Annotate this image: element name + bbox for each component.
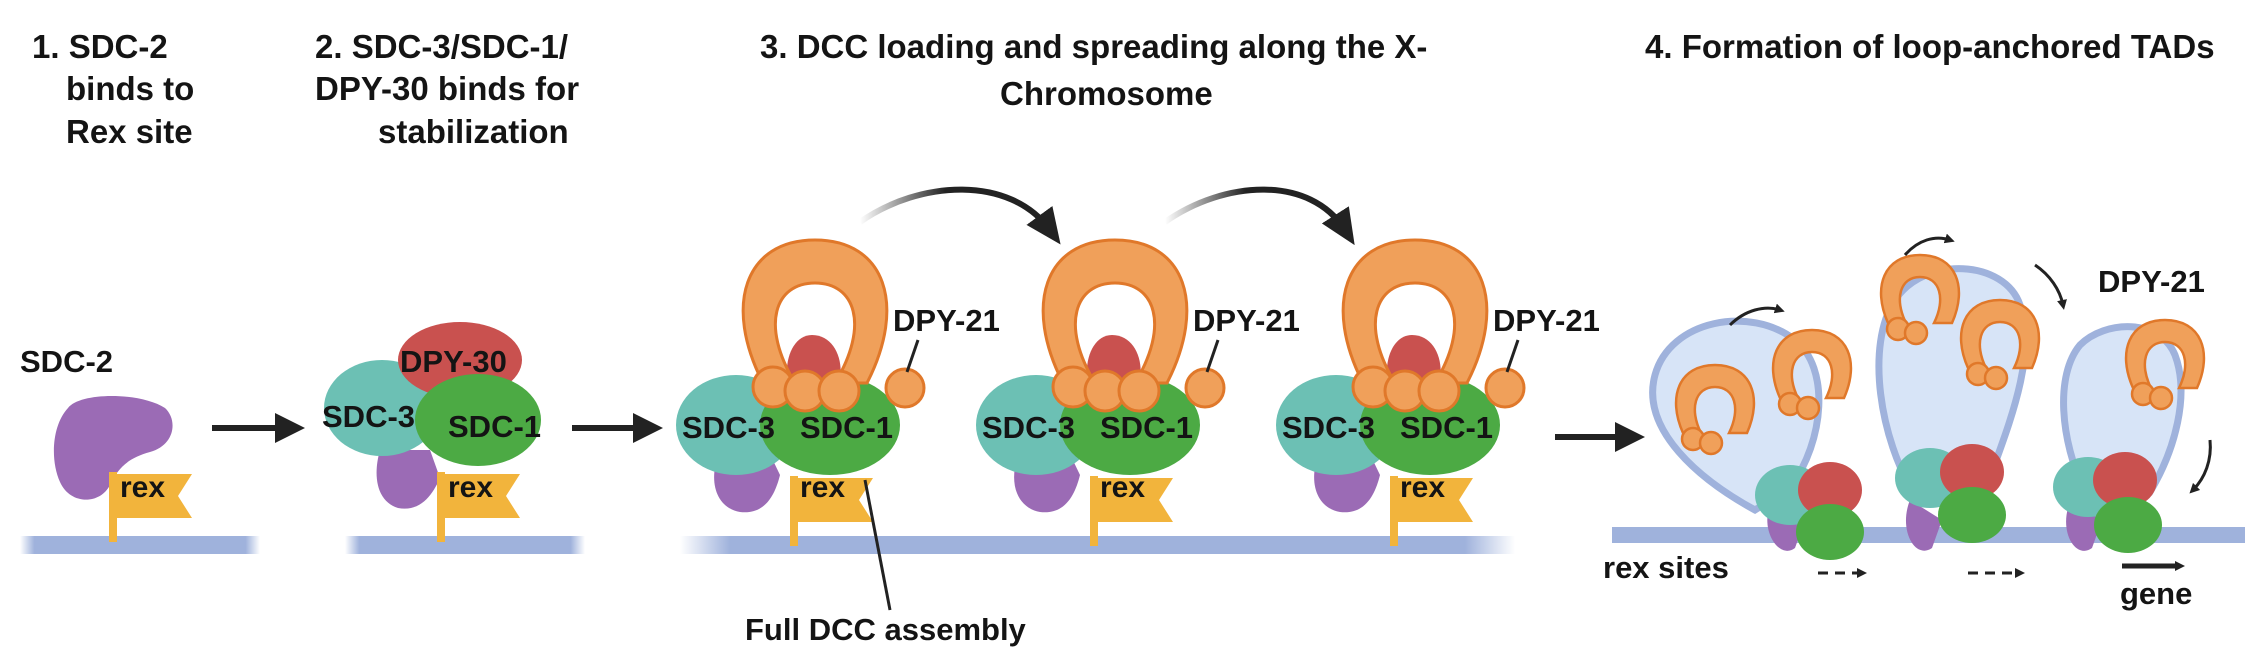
step-1-title-line-3: Rex site [66,113,193,150]
dna-strand-1 [20,536,260,554]
rex-label-2: rex [448,471,493,504]
dpy21-label-3a: DPY-21 [893,303,1000,338]
step-1-title-line-2: binds to [66,70,194,107]
step-4-title: 4. Formation of loop-anchored TADs [1645,28,2215,65]
step-2-title-line-2: DPY-30 binds for [315,70,579,107]
dcc-complex-2 [976,238,1226,546]
dcc-complex-3 [1276,238,1526,546]
sdc1-label-2: SDC-1 [448,409,541,444]
dpy21-label-3b: DPY-21 [1193,303,1300,338]
rex-label-3a: rex [800,471,845,504]
sdc2-protein-2 [376,450,440,509]
anchor-complex-2 [1895,444,2006,551]
rex-sites-label: rex sites [1603,550,1729,585]
sdc3-label-3b: SDC-3 [982,410,1075,445]
sdc1-label-3b: SDC-1 [1100,410,1193,445]
step-1-title-line-1: 1. SDC-2 [32,28,168,65]
rex-label-3b: rex [1100,471,1145,504]
sdc3-protein-2 [324,360,440,456]
rex-label-1: rex [120,471,165,504]
rex-label-3c: rex [1400,471,1445,504]
anchor-complex-1 [1755,462,1864,560]
dpy21-label-3c: DPY-21 [1493,303,1600,338]
step-1-title: 1. SDC-2 binds to Rex site [32,28,194,150]
sdc3-label-3c: SDC-3 [1282,410,1375,445]
dpy21-label-4: DPY-21 [2098,264,2205,299]
dcc-complex-1 [676,238,926,611]
step-2-title-line-1: 2. SDC-3/SDC-1/ [315,28,568,65]
spreading-arrow-1 [858,186,1061,245]
step-2-title-line-3: stabilization [378,113,569,150]
extrusion-arrows [1728,233,2212,494]
step-2-diagram: DPY-30 SDC-3 SDC-1 rex [322,322,541,542]
sdc1-label-3a: SDC-1 [800,410,893,445]
dna-strand-2 [345,536,585,554]
step-3-title: 3. DCC loading and spreading along the X… [760,28,1427,112]
sdc1-protein-2 [415,374,541,466]
sdc2-label: SDC-2 [20,344,113,379]
sdc3-label-3a: SDC-3 [682,410,775,445]
step-2-title: 2. SDC-3/SDC-1/ DPY-30 binds for stabili… [315,28,579,150]
sdc2-protein [53,396,173,500]
sdc3-label-2: SDC-3 [322,399,415,434]
step-4-title-line-1: 4. Formation of loop-anchored TADs [1645,28,2215,65]
full-dcc-label: Full DCC assembly [745,612,1027,647]
step-3-title-line-2: Chromosome [1000,75,1213,112]
step-1-diagram: SDC-2 rex [20,344,192,542]
step-3-title-line-1: 3. DCC loading and spreading along the X… [760,28,1427,65]
anchor-complex-3 [2053,452,2162,553]
sdc1-label-3c: SDC-1 [1400,410,1493,445]
gene-label: gene [2120,576,2192,611]
dpy30-label: DPY-30 [400,344,507,379]
spreading-arrow-2 [1163,186,1355,246]
